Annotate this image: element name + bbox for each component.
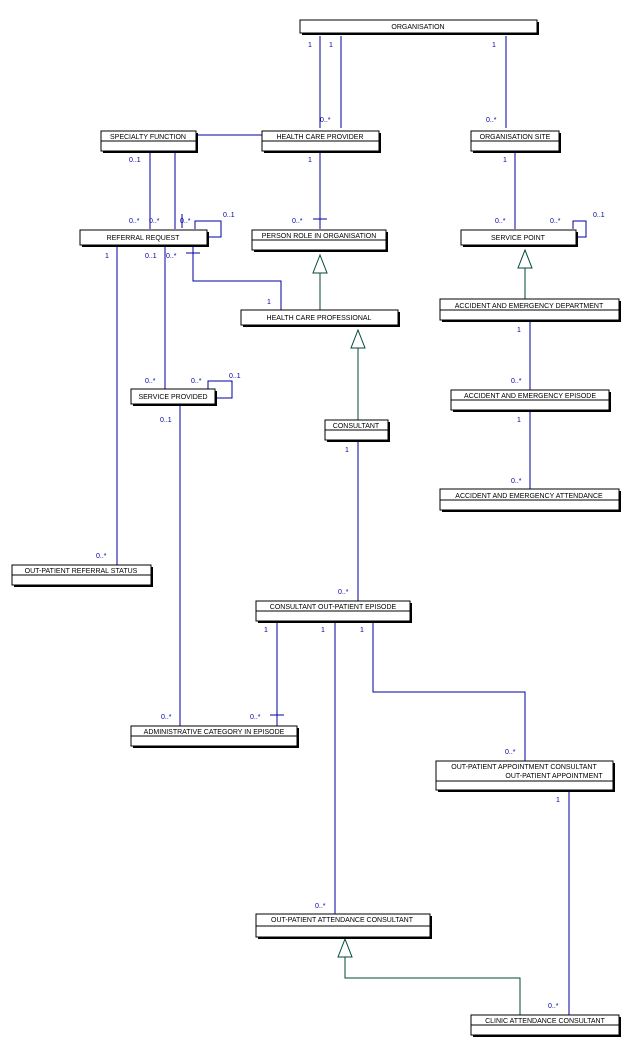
mult-hcp-many: 0..* [320, 117, 331, 124]
entity-admin-category[interactable]: ADMINISTRATIVE CATEGORY IN EPISODE [130, 725, 299, 748]
assoc-rr-self [194, 220, 222, 238]
mult-rr-01: 0..1 [145, 253, 157, 260]
mult-rr-many-bottom: 0..* [166, 253, 177, 260]
entity-service-provided-label: SERVICE PROVIDED [138, 394, 207, 401]
mult-adm-many-b: 0..* [250, 714, 261, 721]
mult-srv-many-self: 0..* [191, 378, 202, 385]
mult-sp-many-self: 0..* [550, 218, 561, 225]
entity-service-provided[interactable]: SERVICE PROVIDED [130, 388, 217, 406]
entity-person-role-label: PERSON ROLE IN ORGANISATION [262, 233, 377, 240]
mult-hcprof-1: 1 [267, 299, 271, 306]
mult-aee-many: 0..* [511, 378, 522, 385]
inheritance-lines [319, 268, 526, 1015]
entity-person-role[interactable]: PERSON ROLE IN ORGANISATION [251, 229, 388, 252]
association-lines [116, 36, 587, 1015]
entity-specialty-function[interactable]: SPECIALTY FUNCTION [100, 130, 198, 153]
mult-aee-1: 1 [517, 417, 521, 424]
generalization-arrow-opac [337, 937, 353, 958]
entity-op-appointment[interactable]: OUT-PATIENT APPOINTMENT CONSULTANT OUT-P… [435, 760, 615, 792]
entity-ae-episode[interactable]: ACCIDENT AND EMERGENCY EPISODE [450, 389, 611, 412]
mult-rr-self-01: 0..1 [223, 212, 235, 219]
entity-op-appointment-label-2: OUT-PATIENT APPOINTMENT [505, 773, 603, 780]
mult-cope-1c: 1 [360, 627, 364, 634]
entity-op-attendance-consultant[interactable]: OUT-PATIENT ATTENDANCE CONSULTANT [255, 913, 432, 939]
mult-cope-1a: 1 [264, 627, 268, 634]
entity-organisation-site-label: ORGANISATION SITE [480, 134, 551, 141]
entity-consultant-op-episode-label: CONSULTANT OUT-PATIENT EPISODE [270, 604, 397, 611]
entity-specialty-function-label: SPECIALTY FUNCTION [110, 134, 186, 141]
entity-organisation-site[interactable]: ORGANISATION SITE [470, 130, 561, 153]
mult-site-many: 0..* [486, 117, 497, 124]
generalization-arrow-sp [517, 248, 533, 269]
multiplicity-labels: 1 1 1 0..* 0..* 0..1 1 1 0..* 0..* 0..* … [96, 42, 605, 1010]
mult-cope-1b: 1 [321, 627, 325, 634]
entity-consultant-op-episode[interactable]: CONSULTANT OUT-PATIENT EPISODE [255, 600, 412, 623]
entity-ae-department[interactable]: ACCIDENT AND EMERGENCY DEPARTMENT [439, 298, 621, 322]
mult-opac-many: 0..* [315, 903, 326, 910]
mult-aed-1: 1 [517, 327, 521, 334]
inherit-cac-opac [344, 957, 521, 1015]
entity-service-point[interactable]: SERVICE POINT [460, 229, 578, 247]
mult-srv-many: 0..* [145, 378, 156, 385]
entity-referral-request[interactable]: REFERRAL REQUEST [79, 229, 209, 247]
mult-cons-1: 1 [345, 447, 349, 454]
entity-ae-department-label: ACCIDENT AND EMERGENCY DEPARTMENT [455, 303, 604, 310]
entity-organisation-label: ORGANISATION [391, 24, 444, 31]
mult-org-site-1: 1 [492, 42, 496, 49]
mult-rr-many-a: 0..* [129, 218, 140, 225]
entity-service-point-label: SERVICE POINT [491, 235, 546, 242]
entity-ae-episode-label: ACCIDENT AND EMERGENCY EPISODE [464, 393, 596, 400]
entity-health-care-provider[interactable]: HEALTH CARE PROVIDER [261, 130, 381, 153]
entity-referral-request-label: REFERRAL REQUEST [107, 235, 181, 242]
generalization-arrow-prio [312, 253, 328, 274]
entity-clinic-attendance-consultant-label: CLINIC ATTENDANCE CONSULTANT [485, 1018, 606, 1025]
mult-site-1: 1 [503, 157, 507, 164]
mult-sp-many: 0..* [495, 218, 506, 225]
entity-op-appointment-label-1: OUT-PATIENT APPOINTMENT CONSULTANT [451, 764, 597, 771]
assoc-srv-self [207, 380, 233, 399]
entity-health-care-professional-label: HEALTH CARE PROFESSIONAL [267, 315, 372, 322]
entity-op-referral-status-label: OUT-PATIENT REFERRAL STATUS [25, 568, 138, 575]
entity-health-care-professional[interactable]: HEALTH CARE PROFESSIONAL [240, 309, 400, 327]
entity-clinic-attendance-consultant[interactable]: CLINIC ATTENDANCE CONSULTANT [470, 1014, 621, 1037]
entity-ae-attendance-label: ACCIDENT AND EMERGENCY ATTENDANCE [455, 493, 603, 500]
mult-aea-many: 0..* [511, 478, 522, 485]
mult-srv-01: 0..1 [160, 417, 172, 424]
mult-hcp-1: 1 [308, 157, 312, 164]
assoc-cope-opa [372, 619, 526, 761]
mult-ops-many: 0..* [96, 553, 107, 560]
mult-rr-many-b: 0..* [149, 218, 160, 225]
generalization-arrow-hcprof [350, 328, 366, 349]
mult-rr-1: 1 [105, 253, 109, 260]
assoc-rr-hcprof [192, 246, 282, 310]
entity-consultant[interactable]: CONSULTANT [324, 419, 390, 442]
mult-sp-self-01: 0..1 [593, 212, 605, 219]
mult-adm-many-a: 0..* [161, 714, 172, 721]
entity-op-referral-status[interactable]: OUT-PATIENT REFERRAL STATUS [11, 564, 153, 587]
inheritance-arrows [312, 248, 533, 958]
mult-srv-self-01: 0..1 [229, 373, 241, 380]
mult-org-hcp-1a: 1 [308, 42, 312, 49]
entity-op-attendance-consultant-label: OUT-PATIENT ATTENDANCE CONSULTANT [271, 917, 414, 924]
entity-ae-attendance[interactable]: ACCIDENT AND EMERGENCY ATTENDANCE [439, 488, 621, 512]
entity-boxes: ORGANISATION SPECIALTY FUNCTION HEALTH C… [11, 19, 621, 1037]
mult-rr-many-c: 0..* [180, 218, 191, 225]
entity-consultant-label: CONSULTANT [333, 423, 380, 430]
mult-prio-many: 0..* [292, 218, 303, 225]
mult-opa-many: 0..* [505, 749, 516, 756]
mult-org-hcp-1b: 1 [329, 42, 333, 49]
assoc-sp-self [572, 220, 587, 238]
mult-cope-many: 0..* [338, 589, 349, 596]
entity-health-care-provider-label: HEALTH CARE PROVIDER [277, 134, 364, 141]
mult-spec-01: 0..1 [129, 157, 141, 164]
mult-cac-many: 0..* [548, 1003, 559, 1010]
entity-organisation[interactable]: ORGANISATION [299, 19, 539, 35]
mult-opa-1: 1 [556, 797, 560, 804]
entity-admin-category-label: ADMINISTRATIVE CATEGORY IN EPISODE [144, 729, 285, 736]
